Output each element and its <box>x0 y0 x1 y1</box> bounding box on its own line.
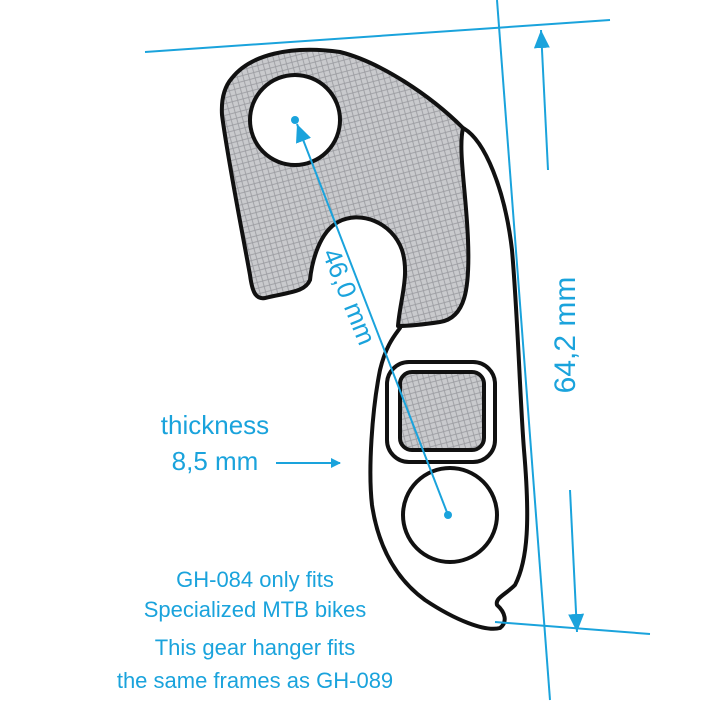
height-arrow-down <box>568 489 585 633</box>
note-line-3: This gear hanger fits <box>155 635 356 660</box>
height-arrow-up <box>533 29 550 171</box>
upper-hole-center <box>291 116 299 124</box>
thickness-value: 8,5 mm <box>172 446 259 476</box>
thickness-label: thickness <box>161 410 269 440</box>
height-label: 64,2 mm <box>549 277 582 394</box>
note-line-1: GH-084 only fits <box>176 567 334 592</box>
top-reference-line <box>144 19 611 53</box>
lower-hole-center <box>444 511 452 519</box>
vertical-reference-line <box>496 0 551 701</box>
note-line-2: Specialized MTB bikes <box>144 597 367 622</box>
bottom-reference-line <box>494 621 651 635</box>
hole-distance-label: 46,0 mm <box>316 244 382 349</box>
note-line-4: the same frames as GH-089 <box>117 668 393 693</box>
hole-distance-arrow <box>296 123 449 516</box>
slot-inner <box>398 370 486 452</box>
